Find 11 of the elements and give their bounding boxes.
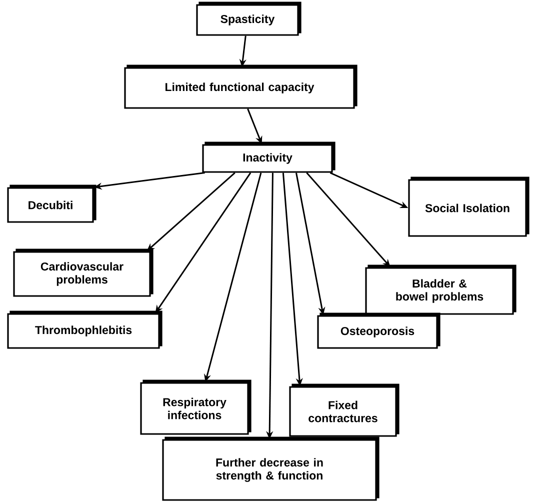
box: Cardiovascular problems [13,248,154,297]
box: Thrombophlebitis [7,310,162,349]
box: Inactivity [202,142,336,173]
box: Limited functional capacity [124,64,358,109]
box: Respiratory infections [140,380,252,435]
box: Decubiti [7,184,96,223]
box: Fixed contractures [289,384,400,437]
box: Bladder & bowel problems [365,264,516,315]
box: Spasticity [196,2,302,36]
box: Osteoporosis [317,312,440,349]
box: Social Isolation [408,176,530,237]
